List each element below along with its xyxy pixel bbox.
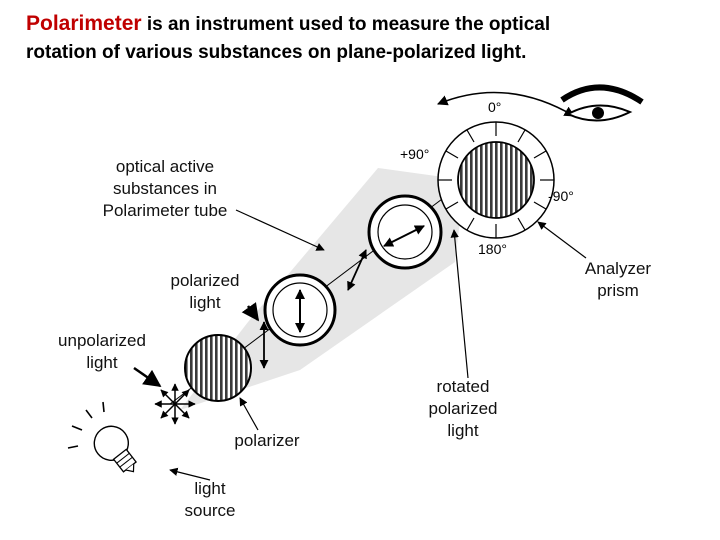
title-line2: rotation of various substances on plane-…: [26, 42, 527, 63]
unpolarized-light-star: [154, 383, 196, 425]
title-keyword: Polarimeter: [26, 12, 142, 35]
rotated-line2: polarized: [428, 399, 498, 418]
polarized-line2: light: [189, 293, 221, 312]
rotation-arc-arrow: [437, 91, 575, 117]
rotated-light-pointer: [450, 229, 469, 379]
light-source-line1: light: [194, 479, 226, 498]
light-source-pointer: [169, 467, 211, 481]
optical-active-line1: optical active: [115, 157, 215, 176]
unpolarized-light-label: unpolarized light: [48, 330, 156, 374]
rotated-polarized-light-label: rotated polarized light: [418, 376, 508, 442]
optical-active-line2: substances in: [113, 179, 217, 198]
unpolarized-line2: light: [86, 353, 118, 372]
optical-active-pointer: [235, 209, 325, 251]
analyzer-dial: 0° +90° -90° 180°: [400, 99, 574, 257]
optical-active-line3: Polarimeter tube: [102, 201, 228, 220]
unpolarized-light-pointer: [133, 366, 162, 388]
title-line1: is an instrument used to measure the opt…: [141, 14, 551, 35]
analyzer-pointer: [537, 221, 587, 259]
dial-ticks: [438, 122, 554, 238]
dial-label-0: 0°: [488, 99, 501, 115]
rotated-line1: rotated: [436, 377, 490, 396]
rotated-line3: light: [447, 421, 479, 440]
light-source-line2: source: [184, 501, 236, 520]
polarizer-label: polarizer: [234, 431, 300, 450]
rotating-vector-arrow: [347, 249, 367, 291]
eye-icon: [560, 84, 644, 122]
optical-active-label: optical active substances in Polarimeter…: [92, 156, 238, 222]
dial-label-180: 180°: [478, 241, 507, 257]
dial-label-plus90: +90°: [400, 146, 429, 162]
tube-exit-ring: [367, 194, 443, 270]
polarizer-disc: [184, 334, 252, 402]
unpolarized-line1: unpolarized: [58, 331, 146, 350]
polarizer-pointer: [239, 397, 259, 431]
analyzer-line1: Analyzer: [584, 259, 652, 278]
analyzer-line2: prism: [597, 281, 639, 300]
light-source-label: light source: [172, 478, 248, 522]
light-bulb-icon: [93, 425, 137, 473]
polarized-light-label: polarized light: [160, 270, 250, 314]
polarized-light-pointer: [241, 302, 260, 322]
slide-title: Polarimeter is an instrument used to mea…: [26, 10, 716, 67]
polarized-line1: polarized: [170, 271, 240, 290]
analyzer-prism-label: Analyzer prism: [572, 258, 664, 302]
tube-entry-ring: [263, 273, 337, 347]
dial-label-minus90: -90°: [548, 188, 574, 204]
bulb-rays: [67, 401, 105, 449]
